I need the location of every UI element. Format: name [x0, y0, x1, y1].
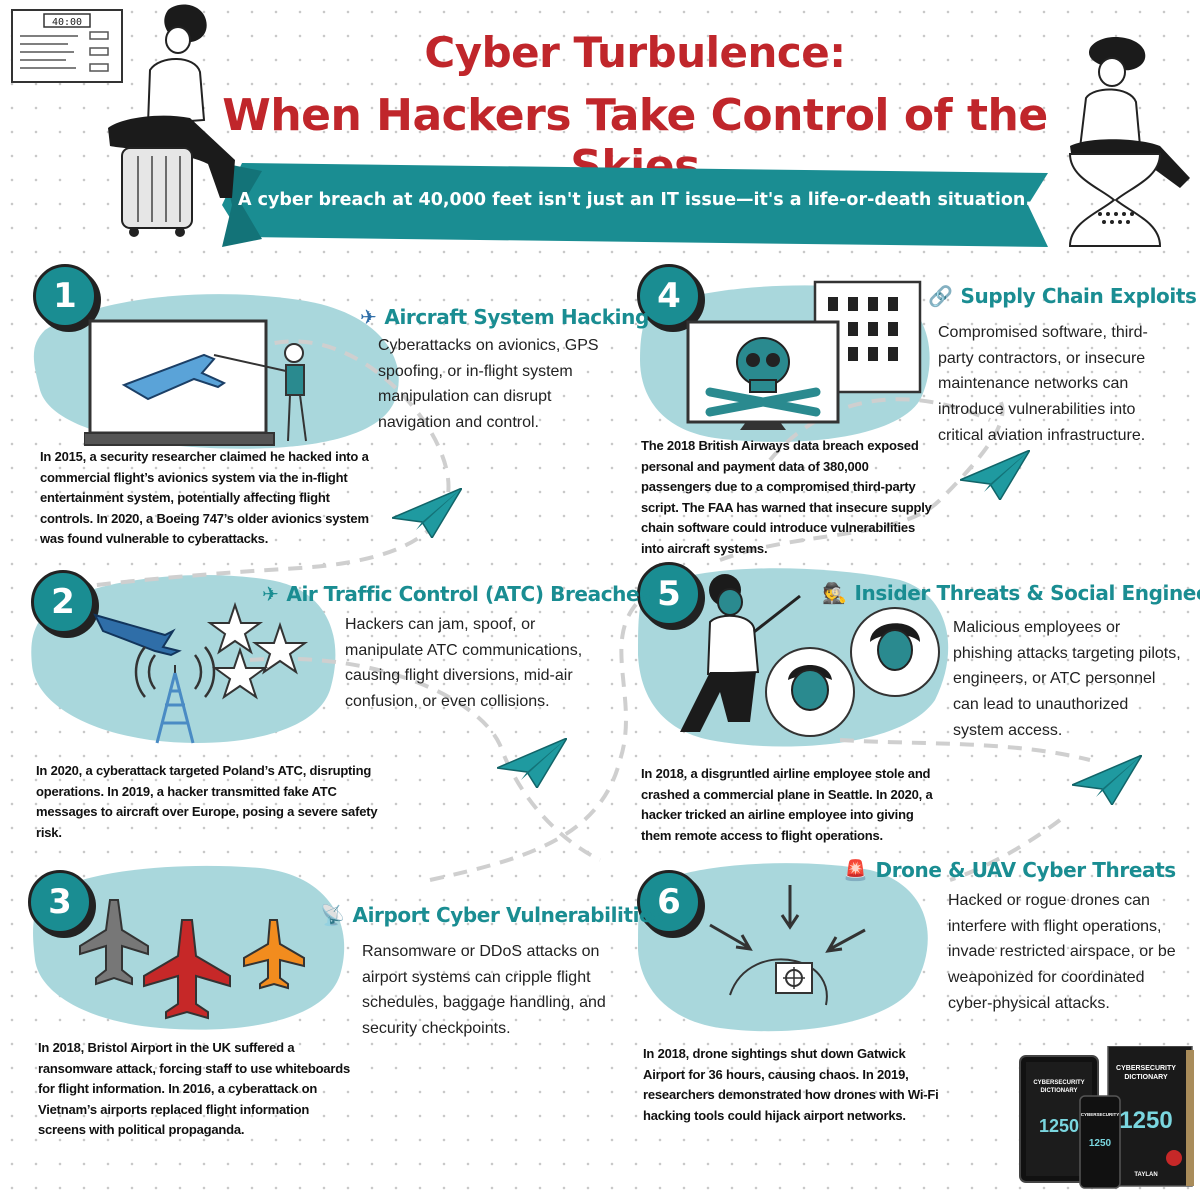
section-1-number: 1 [33, 264, 97, 328]
book-tablet-title-2: DICTIONARY [1040, 1088, 1077, 1094]
section-6-title: 🚨 Drone & UAV Cyber Threats [843, 858, 1176, 882]
book-cover-title-1: CYBERSECURITY [1116, 1065, 1176, 1072]
three-airplanes-illustration [79, 899, 305, 1020]
section-2-title: ✈ Air Traffic Control (ATC) Breaches [262, 582, 651, 606]
cybersecurity-dictionary-book[interactable]: CYBERSECURITY DICTIONARY 1250 CYBERSECUR… [1018, 1046, 1194, 1192]
section-5-number: 5 [637, 562, 701, 626]
skull-computer-illustration [686, 280, 922, 430]
section-6-number: 6 [637, 870, 701, 934]
laptop-plane-illustration [84, 319, 307, 446]
book-tablet-number: 1250 [1039, 1116, 1079, 1136]
title-line-2: When Hackers Take Control of the Skies [222, 90, 1048, 192]
section-2-title-text: Air Traffic Control (ATC) Breaches [286, 582, 651, 606]
paper-airplane-icon [392, 488, 462, 538]
satellite-dish-icon: 📡 [320, 903, 345, 927]
book-cover-title-2: DICTIONARY [1124, 1074, 1168, 1081]
section-3-title: 📡 Airport Cyber Vulnerabilities [320, 903, 664, 927]
detective-icon: 🕵 [822, 581, 847, 605]
section-4-title-text: Supply Chain Exploits [960, 284, 1197, 308]
person-on-hourglass-illustration [1068, 36, 1190, 247]
section-5-fact: In 2018, a disgruntled airline employee … [641, 766, 933, 843]
section-5-description: Malicious employees or phishing attacks … [953, 619, 1181, 739]
book-phone-title-1: CYBERSECURITY [1081, 1112, 1120, 1117]
drone-target-illustration [709, 885, 866, 1006]
section-4-number: 4 [637, 264, 701, 328]
section-6-fact: In 2018, drone sightings shut down Gatwi… [643, 1046, 939, 1123]
section-2-fact: In 2020, a cyberattack targeted Poland’s… [36, 763, 378, 840]
section-5-title-text: Insider Threats & Social Engineering [854, 581, 1200, 605]
book-phone-number: 1250 [1089, 1138, 1112, 1149]
book-cover-number: 1250 [1119, 1107, 1172, 1134]
book-tablet-title-1: CYBERSECURITY [1033, 1080, 1084, 1086]
section-5-title: 🕵 Insider Threats & Social Engineering [822, 581, 1200, 605]
section-3-fact: In 2018, Bristol Airport in the UK suffe… [38, 1040, 350, 1137]
section-3-title-text: Airport Cyber Vulnerabilities [352, 903, 665, 927]
section-4-title: 🔗 Supply Chain Exploits [928, 284, 1197, 308]
paper-airplane-icon [1072, 755, 1142, 805]
title-line-1: Cyber Turbulence: [424, 28, 846, 77]
section-1-title: ✈ Aircraft System Hacking [360, 305, 649, 329]
flight-board-icon: 40:00 [11, 9, 123, 83]
airplane-icon: ✈ [360, 305, 377, 329]
section-3-description: Ransomware or DDoS attacks on airport sy… [362, 943, 606, 1038]
social-engineering-illustration [680, 574, 940, 737]
section-2-number: 2 [31, 570, 95, 634]
section-4-fact: The 2018 British Airways data breach exp… [641, 438, 932, 556]
subtitle-banner-text: A cyber breach at 40,000 feet isn't just… [237, 190, 1033, 210]
paper-airplane-icon [960, 450, 1030, 500]
section-1-description: Cyberattacks on avionics, GPS spoofing, … [378, 337, 599, 432]
section-1-fact: In 2015, a security researcher claimed h… [40, 449, 369, 546]
blob-6 [638, 863, 928, 1032]
blob-2 [31, 574, 336, 743]
atc-tower-illustration [93, 601, 309, 744]
section-6-title-text: Drone & UAV Cyber Threats [875, 858, 1177, 882]
link-icon: 🔗 [928, 284, 953, 308]
paper-airplane-icon [497, 738, 567, 788]
section-1-title-text: Aircraft System Hacking [384, 305, 649, 329]
section-6-description: Hacked or rogue drones can interfere wit… [948, 892, 1176, 1012]
book-cover-author: TAYLAN [1134, 1172, 1157, 1178]
section-4-description: Compromised software, third-party contra… [938, 324, 1148, 444]
siren-icon: 🚨 [843, 858, 868, 882]
plane-departure-icon: ✈ [262, 582, 279, 606]
person-on-suitcase-illustration [108, 4, 235, 237]
flight-board-clock: 40:00 [52, 17, 82, 28]
section-2-description: Hackers can jam, spoof, or manipulate AT… [345, 616, 583, 711]
section-3-number: 3 [28, 870, 92, 934]
